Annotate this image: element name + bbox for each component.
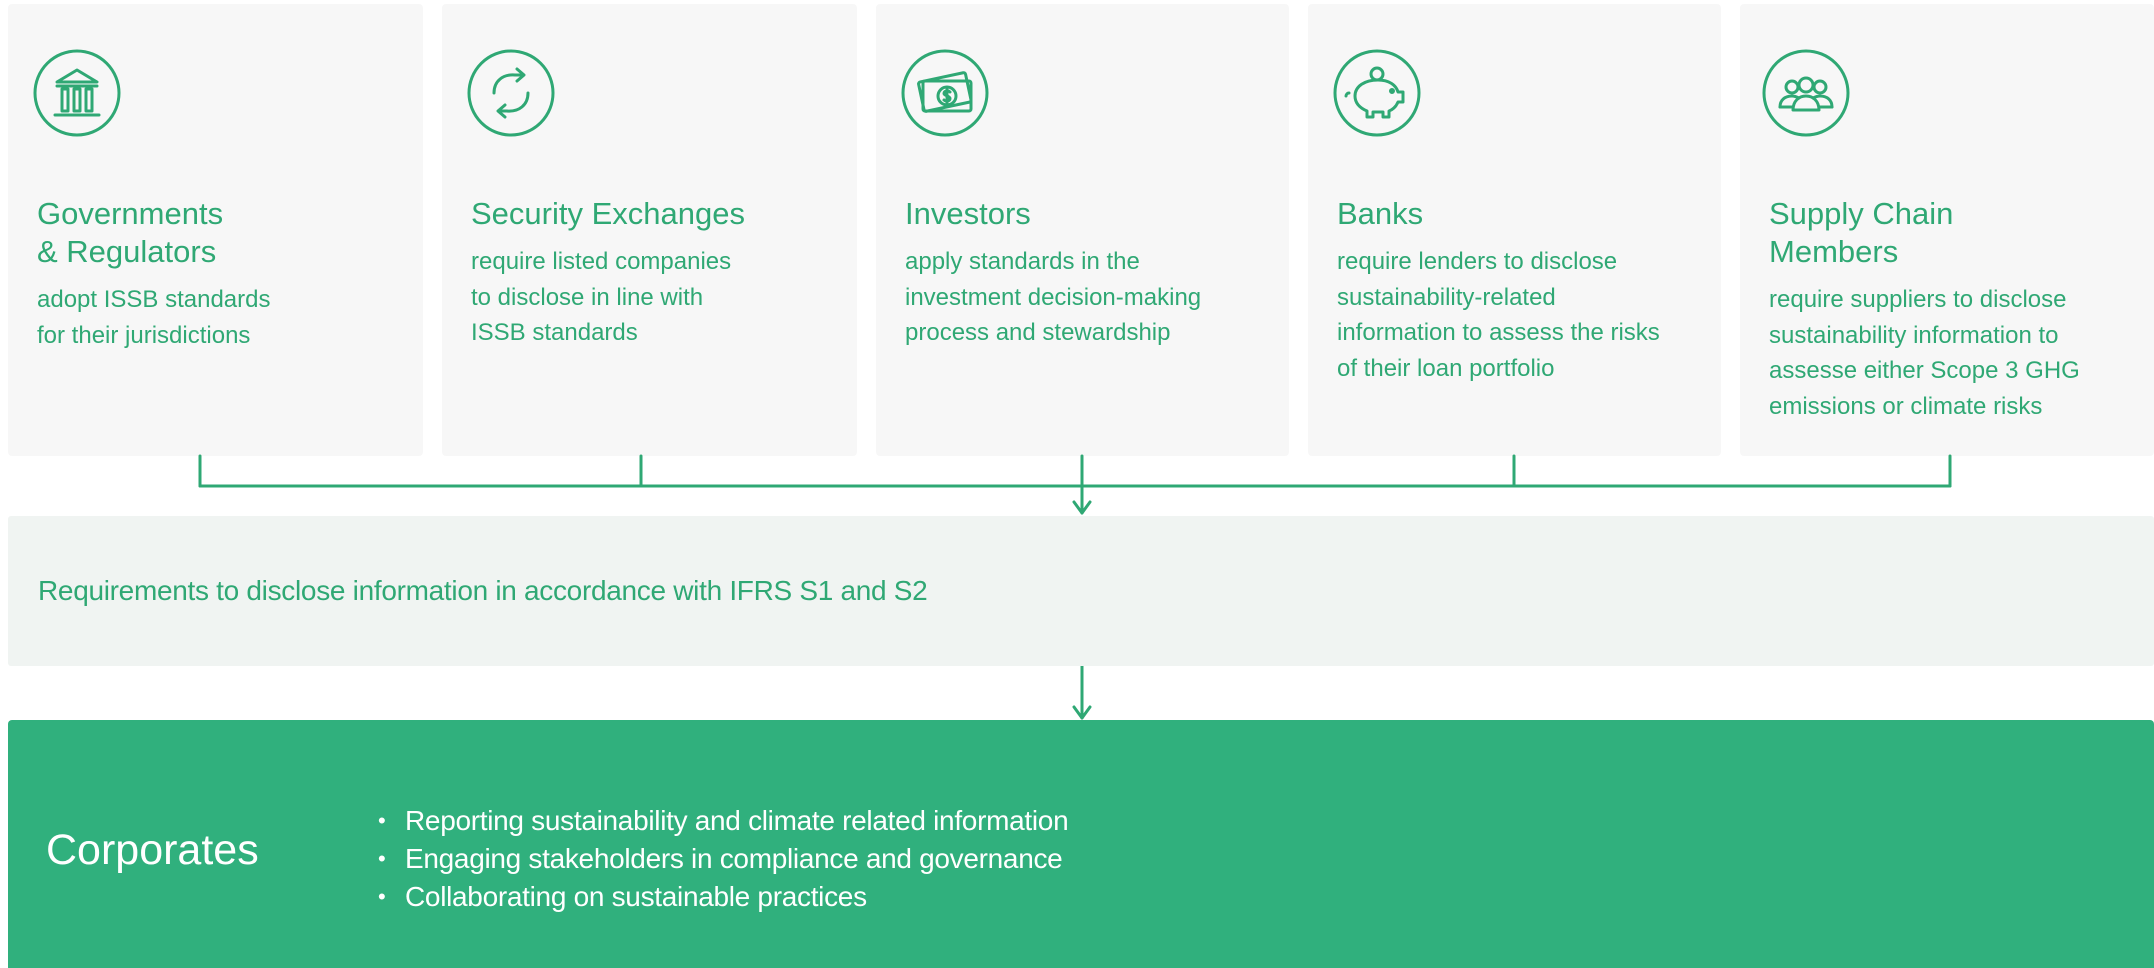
stakeholder-card-banks: Banks require lenders to disclose sustai… <box>1308 4 1721 456</box>
stakeholder-title: Security Exchanges <box>471 196 745 231</box>
stakeholder-title: Supply Chain Members <box>1769 196 1954 269</box>
stakeholder-title: Governments & Regulators <box>37 196 224 269</box>
stakeholder-card-governments: Governments & Regulators adopt ISSB stan… <box>8 4 423 456</box>
corporates-point: • Reporting sustainability and climate re… <box>366 802 1069 840</box>
stakeholder-description: adopt ISSB standards for their jurisdict… <box>37 286 271 349</box>
stakeholder-description: require listed companies to disclose in … <box>471 248 732 346</box>
corporates-point: • Collaborating on sustainable practices <box>366 878 1068 916</box>
bullet-icon: • <box>378 884 386 909</box>
stakeholder-card-investors: Investors apply standards in the investm… <box>876 4 1289 456</box>
corporates-point: • Engaging stakeholders in compliance and… <box>366 840 1068 878</box>
piggy-bank-icon <box>1333 49 1421 137</box>
stakeholder-card-supply-chain: Supply Chain Members require suppliers t… <box>1740 4 2154 456</box>
requirements-band: Requirements to disclose information in … <box>8 516 2154 666</box>
stakeholder-title: Investors <box>905 196 1031 231</box>
stakeholder-title: Banks <box>1337 196 1424 231</box>
money-banknote-icon <box>901 49 989 137</box>
exchange-arrows-icon <box>467 49 555 137</box>
arrow-head-to-requirements <box>1072 500 1092 515</box>
stakeholder-description: require lenders to disclose sustainabili… <box>1337 248 1660 382</box>
arrow-head-to-corporates <box>1072 705 1092 720</box>
corporates-point-text: Engaging stakeholders in compliance and … <box>405 843 1063 874</box>
requirements-text: Requirements to disclose information in … <box>38 575 928 606</box>
corporates-point-text: Collaborating on sustainable practices <box>405 881 867 912</box>
bullet-icon: • <box>378 808 386 833</box>
corporates-band: Corporates • Reporting sustainability and… <box>8 720 2154 968</box>
stakeholder-description: require suppliers to disclose sustainabi… <box>1769 286 2080 420</box>
stakeholder-description: apply standards in the investment decisi… <box>905 248 1202 346</box>
bank-building-icon <box>33 49 121 137</box>
people-group-icon <box>1762 49 1850 137</box>
corporates-points-list: • Reporting sustainability and climate re… <box>366 802 1069 916</box>
bullet-icon: • <box>378 846 386 871</box>
corporates-point-text: Reporting sustainability and climate rel… <box>405 805 1069 836</box>
stakeholder-card-security-exchanges: Security Exchanges require listed compan… <box>442 4 857 456</box>
corporates-title: Corporates <box>46 826 259 874</box>
